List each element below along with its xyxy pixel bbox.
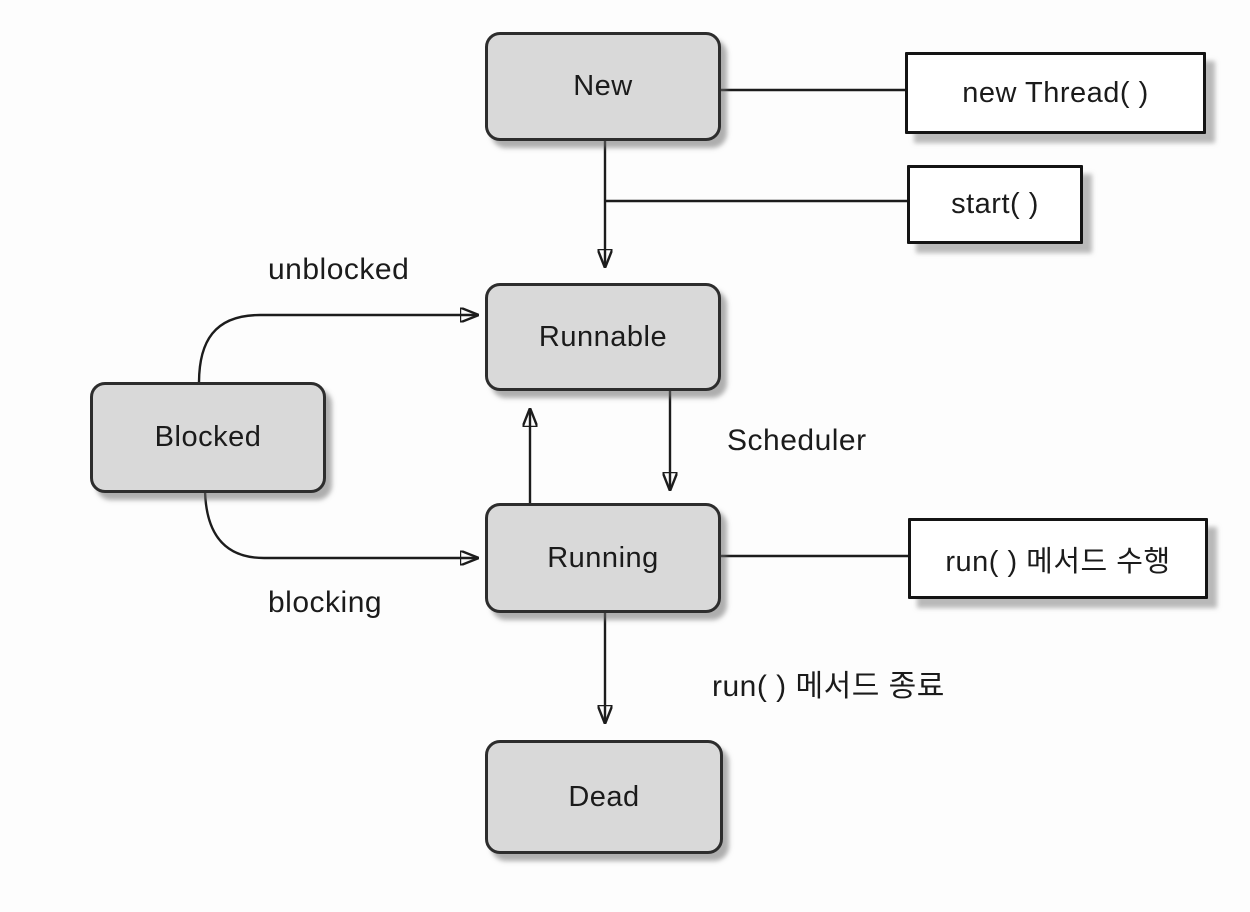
state-node-running: Running [485,503,721,613]
callout-label-run-exec: run( ) 메서드 수행 [945,545,1171,578]
state-label-dead: Dead [568,780,640,813]
state-node-new: New [485,32,721,141]
edge-label-run-end: run( ) 메서드 종료 [712,670,945,703]
state-label-new: New [573,70,633,102]
edge-label-blocking: blocking [268,586,383,619]
edge-blocked-to-runnable-arrow [197,315,477,384]
state-node-blocked: Blocked [90,382,326,493]
callout-label-start: start( ) [951,188,1039,220]
state-label-blocked: Blocked [154,421,262,453]
state-node-dead: Dead [485,740,723,854]
edge-label-scheduler: Scheduler [727,424,867,457]
callout-label-new-thread: new Thread( ) [962,76,1149,109]
callout-run-exec: run( ) 메서드 수행 [908,518,1208,599]
callout-new-thread: new Thread( ) [905,52,1206,134]
callout-start: start( ) [907,165,1083,244]
state-node-runnable: Runnable [485,283,721,391]
edge-label-unblocked: unblocked [268,253,410,286]
state-label-running: Running [547,541,659,574]
state-label-runnable: Runnable [538,320,668,353]
edge-blocked-to-running-arrow [203,486,477,558]
